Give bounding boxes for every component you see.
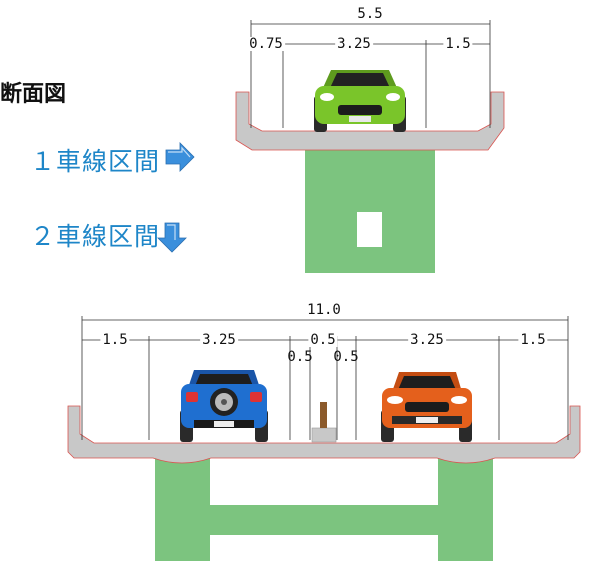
top-pier-opening <box>357 212 382 247</box>
top-pier <box>305 140 435 273</box>
bottom-dimension-lines <box>81 316 569 440</box>
top-total-width-label: 5.5 <box>355 6 385 22</box>
blue-suv-icon <box>180 370 268 442</box>
median-detail-label-right: 0.5 <box>333 349 359 365</box>
top-segment-label-2: 3.25 <box>335 36 373 52</box>
bottom-deck <box>67 405 581 464</box>
bottom-pier-beam <box>209 505 440 535</box>
two-lane-section-label: ２車線区間 <box>30 222 161 251</box>
bottom-total-width-label: 11.0 <box>305 302 343 318</box>
bottom-segment-label-5: 1.5 <box>518 332 548 348</box>
median-barrier <box>311 427 337 443</box>
median-detail-label-left: 0.5 <box>287 349 313 365</box>
arrow-down-icon <box>157 222 187 253</box>
bottom-pier-right <box>438 455 493 561</box>
bottom-segment-label-4: 3.25 <box>408 332 446 348</box>
top-cross-section <box>235 20 505 273</box>
top-segment-label-3: 1.5 <box>443 36 473 52</box>
green-car-icon <box>314 70 406 132</box>
arrow-right-icon <box>165 142 195 172</box>
orange-car-icon <box>381 372 472 442</box>
top-segment-label-1: 0.75 <box>247 36 285 52</box>
one-lane-section-label: １車線区間 <box>30 147 161 176</box>
diagram-title: 断面図 <box>0 82 67 107</box>
top-deck <box>235 91 505 151</box>
bottom-segment-label-2: 3.25 <box>200 332 238 348</box>
bottom-cross-section <box>67 316 581 561</box>
bottom-pier-left <box>155 455 210 561</box>
bottom-segment-label-3: 0.5 <box>308 332 338 348</box>
median-post <box>320 402 327 428</box>
bottom-segment-label-1: 1.5 <box>100 332 130 348</box>
